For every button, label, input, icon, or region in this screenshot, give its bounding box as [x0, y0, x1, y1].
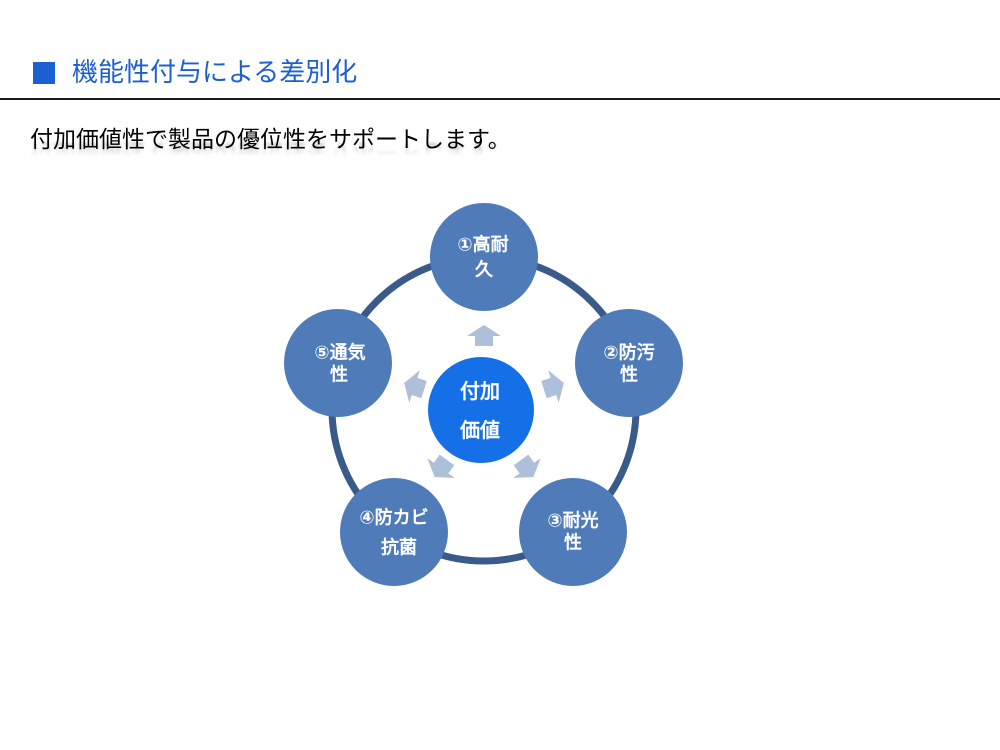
arrow-icon — [404, 370, 427, 403]
center-label-line: 価値 — [459, 418, 500, 442]
node-label-line: 性 — [564, 532, 582, 554]
node-label-line: ⑤通気 — [314, 342, 365, 364]
node-circle — [575, 309, 683, 417]
outward-arrows — [404, 325, 564, 479]
node-label-line: ②防汚 — [603, 342, 654, 364]
node-label-line: ④防カビ — [359, 507, 428, 529]
node-label-line: 性 — [620, 364, 638, 386]
node-breathability: ⑤通気 性 — [284, 309, 392, 417]
center-circle — [428, 357, 534, 463]
center-label-line: 付加 — [460, 379, 500, 403]
node-circle — [340, 478, 448, 586]
arrow-icon — [513, 454, 541, 479]
slide-title: 機能性付与による差別化 — [33, 58, 357, 88]
title-divider — [0, 98, 1000, 100]
arrow-icon — [427, 454, 455, 479]
arrow-icon — [541, 370, 564, 403]
slide-title-text: 機能性付与による差別化 — [72, 58, 358, 88]
node-circle — [430, 203, 538, 311]
node-circle — [519, 478, 627, 586]
node-antifouling: ②防汚 性 — [575, 309, 683, 417]
center-node: 付加 価値 — [428, 357, 534, 463]
square-bullet-icon — [33, 62, 55, 84]
node-label-line: 性 — [330, 364, 348, 386]
subtitle-block: 付加価値性で製品の優位性をサポートします。 付加価値性で製品の優位性をサポートし… — [30, 125, 590, 175]
node-label-line: 抗菌 — [381, 537, 417, 559]
node-antimold-antibacterial: ④防カビ 抗菌 — [340, 478, 448, 586]
subtitle-text: 付加価値性で製品の優位性をサポートします。 — [30, 127, 511, 153]
node-label-line: ③耐光 — [547, 510, 598, 532]
node-high-durability: ①高耐 久 — [430, 203, 538, 311]
node-label-line: ①高耐 — [457, 234, 508, 256]
node-lightfastness: ③耐光 性 — [519, 478, 627, 586]
node-circle — [284, 309, 392, 417]
node-label-line: 久 — [475, 259, 494, 281]
arrow-icon — [467, 325, 501, 346]
